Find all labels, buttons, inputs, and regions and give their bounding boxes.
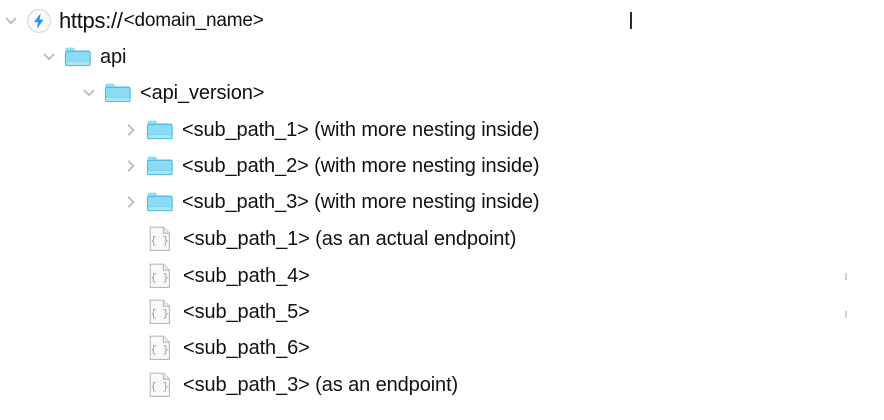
chevron-right-icon[interactable]: [120, 148, 142, 184]
svg-text:{ }: { }: [151, 272, 169, 284]
folder-icon: [146, 190, 174, 214]
tree-row-sub-path-6-endpoint[interactable]: { } <sub_path_6>: [120, 330, 310, 366]
folder-icon: [146, 118, 174, 142]
json-endpoint-file-icon: { }: [149, 335, 171, 361]
chevron-down-icon[interactable]: [78, 75, 100, 111]
chevron-right-icon[interactable]: [120, 184, 142, 220]
tree-row-api[interactable]: api: [38, 39, 126, 75]
chevron-down-icon[interactable]: [0, 3, 22, 39]
json-endpoint-file-icon: { }: [149, 372, 171, 398]
tree-row-sub-path-3-endpoint[interactable]: { } <sub_path_3> (as an endpoint): [120, 367, 458, 403]
tree-row-sub-path-2-folder[interactable]: <sub_path_2> (with more nesting inside): [120, 148, 540, 184]
tree-row-sub-path-5-endpoint[interactable]: { } <sub_path_5>: [120, 294, 310, 330]
text-caret: [630, 12, 632, 29]
tree-row-label: <sub_path_2> (with more nesting inside): [182, 155, 540, 177]
tree-row-label: <domain_name>: [123, 10, 264, 31]
chevron-placeholder: [120, 258, 142, 294]
edge-mark: [845, 273, 847, 280]
tree-row-sub-path-4-endpoint[interactable]: { } <sub_path_4>: [120, 258, 310, 294]
tree-row-sub-path-1-endpoint[interactable]: { } <sub_path_1> (as an actual endpoint): [120, 221, 516, 257]
tree-row-label: <sub_path_5>: [183, 301, 310, 323]
folder-icon: [146, 154, 174, 178]
tree-row-label-scheme: https://: [59, 8, 123, 33]
chevron-placeholder: [120, 367, 142, 403]
json-endpoint-file-icon: { }: [149, 226, 171, 252]
tree-row-label: <sub_path_6>: [183, 337, 310, 359]
svg-text:{ }: { }: [151, 308, 169, 320]
json-endpoint-file-icon: { }: [149, 299, 171, 325]
chevron-placeholder: [120, 330, 142, 366]
tree-row-label: <sub_path_3> (with more nesting inside): [182, 191, 540, 213]
folder-icon: [64, 45, 92, 69]
lightning-bolt-icon: [26, 8, 52, 34]
tree-row-api-version[interactable]: <api_version>: [78, 75, 264, 111]
tree-row-sub-path-3-folder[interactable]: <sub_path_3> (with more nesting inside): [120, 184, 540, 220]
chevron-down-icon[interactable]: [38, 39, 60, 75]
tree-row-label: <sub_path_1> (with more nesting inside): [182, 119, 540, 141]
svg-text:{ }: { }: [151, 381, 169, 393]
folder-icon: [104, 81, 132, 105]
tree-row-label: <sub_path_1> (as an actual endpoint): [183, 228, 517, 250]
svg-text:{ }: { }: [151, 235, 169, 247]
tree-row-sub-path-1-folder[interactable]: <sub_path_1> (with more nesting inside): [120, 112, 540, 148]
chevron-placeholder: [120, 221, 142, 257]
tree-row-label: api: [100, 46, 127, 68]
edge-mark: [845, 311, 847, 318]
json-endpoint-file-icon: { }: [149, 263, 171, 289]
chevron-placeholder: [120, 294, 142, 330]
tree-row-root[interactable]: https://<domain_name>: [0, 3, 264, 39]
svg-text:{ }: { }: [151, 344, 169, 356]
chevron-right-icon[interactable]: [120, 112, 142, 148]
tree-row-label: <sub_path_4>: [183, 265, 310, 287]
tree-row-label: <api_version>: [140, 82, 265, 104]
tree-row-label: <sub_path_3> (as an endpoint): [183, 374, 459, 396]
